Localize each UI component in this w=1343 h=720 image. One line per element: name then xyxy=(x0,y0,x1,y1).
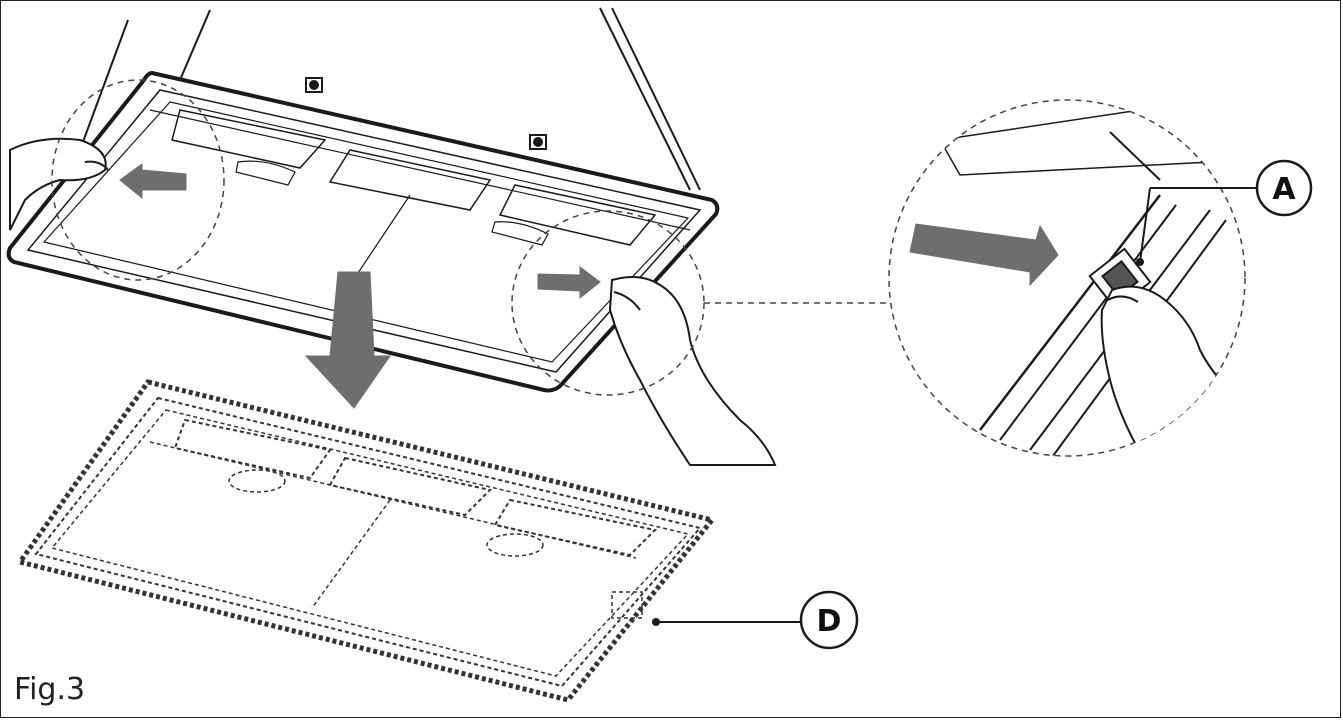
callout-d-label: D xyxy=(817,604,842,639)
zoom-detail xyxy=(888,99,1246,457)
callout-d: D xyxy=(652,590,859,650)
arrow-right-icon xyxy=(909,223,1059,287)
hood-body xyxy=(79,7,701,191)
right-hand xyxy=(608,275,777,466)
slide-arrows xyxy=(119,163,601,409)
arrow-down-icon xyxy=(304,271,391,409)
arrow-left-icon xyxy=(119,163,187,200)
arrow-right-icon xyxy=(537,266,601,300)
detail-circles xyxy=(51,79,888,396)
grease-filter-panel xyxy=(6,70,720,393)
left-hand xyxy=(9,137,109,231)
callout-a-label: A xyxy=(1272,172,1296,207)
figure-caption: Fig.3 xyxy=(14,672,86,707)
callout-a: A xyxy=(1136,159,1313,266)
removed-panel-outline xyxy=(15,379,717,703)
